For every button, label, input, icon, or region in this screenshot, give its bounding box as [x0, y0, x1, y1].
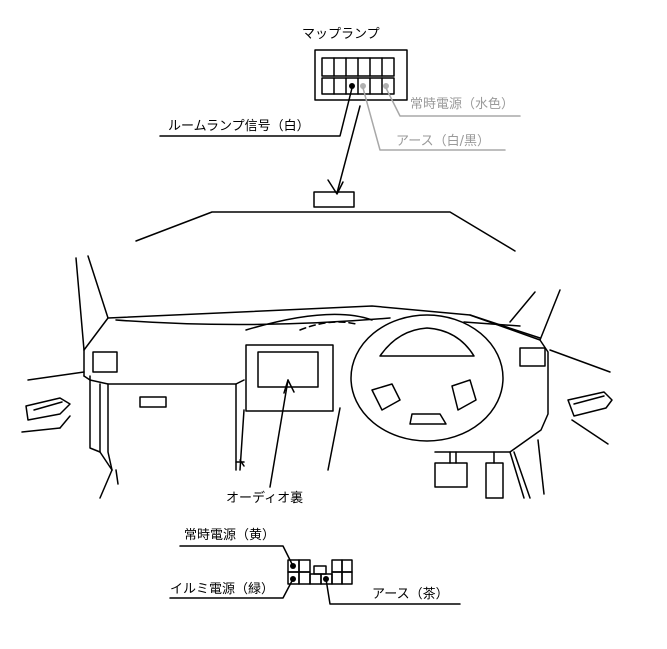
- pin-constant-power-light-blue: [383, 83, 389, 89]
- label-illumination-power-green: イルミ電源（緑）: [170, 582, 275, 597]
- audio-connector: [288, 560, 352, 584]
- a-pillar-right: [510, 290, 560, 340]
- right-door: [550, 350, 612, 444]
- right-vent: [520, 348, 545, 366]
- map-lamp-connector: [315, 50, 407, 100]
- a-pillar-left: [76, 256, 108, 350]
- glove-box-handle: [140, 397, 166, 407]
- leader-illumination-power-green: [170, 579, 293, 598]
- steering-wheel: [351, 315, 503, 441]
- leader-ground-brown: [326, 579, 460, 604]
- audio-panel: [246, 345, 333, 411]
- windshield-top: [136, 212, 515, 251]
- ceiling-lamp: [314, 192, 354, 207]
- left-door: [22, 372, 84, 432]
- label-ground-brown: アース（茶）: [372, 587, 449, 602]
- glove-box: [84, 376, 244, 498]
- pin-ground-white-black: [360, 83, 366, 89]
- label-audio-back: オーディオ裏: [226, 491, 304, 506]
- leader-ground-white-black: [363, 88, 505, 150]
- arrow-to-audio: [270, 380, 294, 487]
- label-constant-power-yellow: 常時電源（黄）: [184, 528, 276, 543]
- left-vent: [93, 352, 117, 372]
- leader-constant-power-yellow: [180, 546, 293, 566]
- pin-room-lamp-signal: [349, 83, 355, 89]
- pedals: [435, 440, 544, 498]
- leader-constant-power-light-blue: [386, 88, 520, 116]
- leader-room-lamp-signal: [160, 88, 352, 136]
- label-room-lamp-signal-white: ルームランプ信号（白）: [168, 119, 310, 134]
- label-ground-white-black: アース（白/黒）: [396, 134, 490, 149]
- arrow-to-ceiling-lamp: [328, 106, 360, 194]
- label-map-lamp: マップランプ: [302, 27, 380, 42]
- label-constant-power-light-blue: 常時電源（水色）: [410, 97, 515, 112]
- dashboard-outline: [84, 306, 548, 452]
- center-console: [240, 408, 340, 470]
